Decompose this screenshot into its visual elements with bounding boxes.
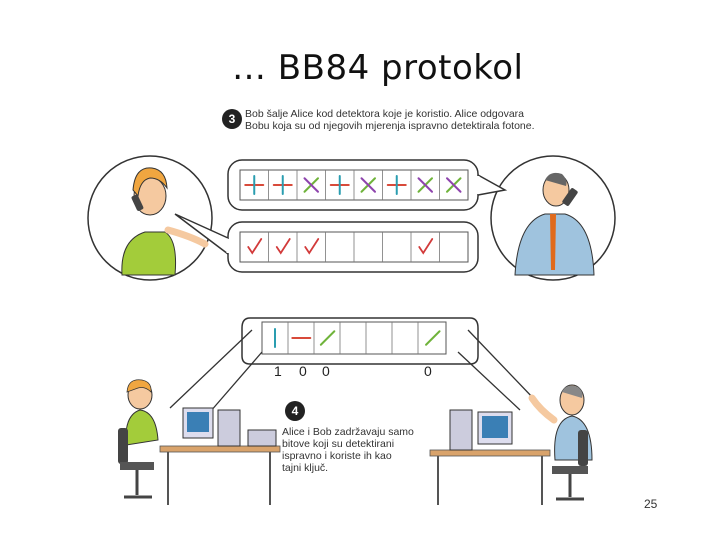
rectilinear-basis-icon xyxy=(386,175,407,195)
page-number: 25 xyxy=(644,497,658,511)
bases-bubble xyxy=(227,159,508,211)
bases-grid-lines xyxy=(268,170,440,200)
step-3-line-2: Bobu koja su od njegovih mjerenja isprav… xyxy=(245,120,535,132)
step-3-badge: 3 xyxy=(222,109,242,129)
step-3-caption: Bob šalje Alice kod detektora koje je ko… xyxy=(245,108,535,132)
checks-bubble xyxy=(174,213,479,273)
rectilinear-basis-icon xyxy=(244,175,265,195)
step-4-caption: Alice i Bob zadržavaju samo bitove koji … xyxy=(282,426,414,474)
slide-title: … BB84 protokol xyxy=(232,48,524,88)
kept-bit-2: 0 xyxy=(299,363,307,379)
kept-bit-7: 0 xyxy=(424,363,432,379)
step-4-line-4: tajni ključ. xyxy=(282,462,329,474)
rectilinear-basis-icon xyxy=(272,175,293,195)
bases-symbols xyxy=(244,175,462,195)
checks-grid-lines xyxy=(268,232,440,262)
step-4-badge: 4 xyxy=(285,401,305,421)
kept-symbols xyxy=(274,328,441,348)
bob-phone-portrait xyxy=(490,155,616,281)
diagonal-up-polarization-icon xyxy=(425,330,441,346)
diagonal-basis-icon xyxy=(303,177,319,193)
check-mark-icon xyxy=(304,238,320,255)
diagonal-basis-icon xyxy=(446,177,462,193)
diagonal-basis-icon xyxy=(360,177,376,193)
check-marks xyxy=(247,238,434,255)
kept-bit-3: 0 xyxy=(322,363,330,379)
kept-bits-bubble xyxy=(169,317,536,413)
bob-desk-scene xyxy=(429,384,593,505)
diagonal-basis-icon xyxy=(417,177,433,193)
diagonal-up-polarization-icon xyxy=(319,330,336,346)
check-mark-icon xyxy=(418,238,434,255)
kept-bit-1: 1 xyxy=(274,363,282,379)
step-4-line-3: ispravno i koriste ih kao xyxy=(282,450,392,462)
alice-desk-scene xyxy=(118,379,281,505)
rectilinear-basis-icon xyxy=(329,175,350,195)
check-mark-icon xyxy=(247,238,263,255)
step-4-line-2: bitove koji su detektirani xyxy=(282,438,395,450)
alice-phone-portrait xyxy=(87,155,213,281)
check-mark-icon xyxy=(275,238,291,255)
step-3-line-1: Bob šalje Alice kod detektora koje je ko… xyxy=(245,108,524,120)
step-4-line-1: Alice i Bob zadržavaju samo xyxy=(282,426,414,438)
